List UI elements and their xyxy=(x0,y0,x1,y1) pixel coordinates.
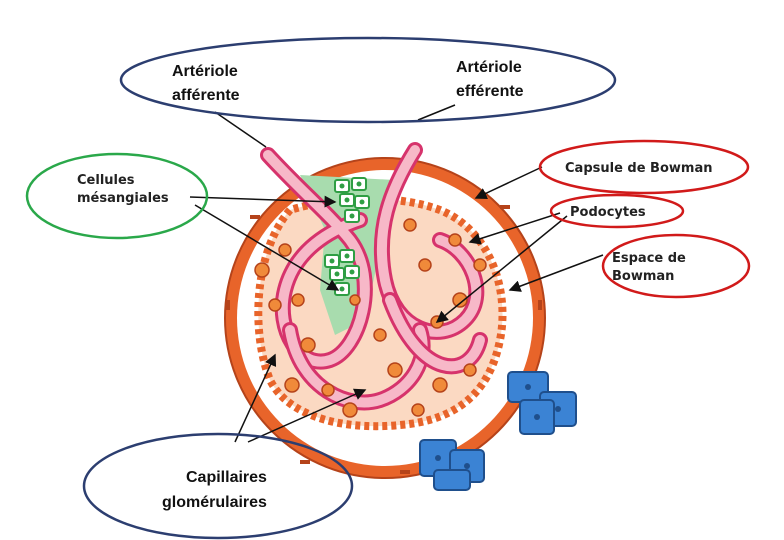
label-espace-1: Espace de xyxy=(612,251,686,266)
label-arteriole-efferente-2: efférente xyxy=(456,83,524,100)
cellules-mesangiales-ellipse xyxy=(25,152,209,240)
label-arteriole-afferente-1: Artériole xyxy=(172,63,238,80)
label-espace-2: Bowman xyxy=(612,269,674,284)
label-podocytes: Podocytes xyxy=(570,205,646,220)
podocytes-ellipse xyxy=(549,193,685,229)
label-cellules-2: mésangiales xyxy=(77,191,169,206)
capillaires-ellipse xyxy=(82,432,354,540)
espace-bowman-ellipse xyxy=(601,233,751,299)
label-cellules-1: Cellules xyxy=(77,173,135,188)
glomerular-capillaries xyxy=(260,142,488,411)
label-capillaires-1: Capillaires xyxy=(186,469,267,486)
label-capillaires-2: glomérulaires xyxy=(162,494,267,511)
label-capsule-bowman: Capsule de Bowman xyxy=(565,161,712,176)
pointer-lines xyxy=(189,104,604,443)
label-arteriole-afferente-2: afférente xyxy=(172,87,240,104)
label-arteriole-efferente-1: Artériole xyxy=(456,59,522,76)
arteriole-ellipse xyxy=(119,36,617,124)
capsule-bowman-ellipse xyxy=(538,139,750,195)
